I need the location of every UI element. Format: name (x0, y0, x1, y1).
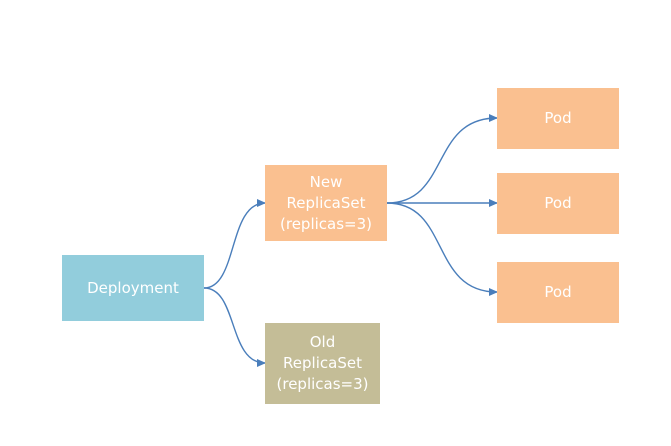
new-replicaset-label-line-1: New (309, 172, 343, 191)
pod-3-label: Pod (544, 283, 572, 301)
pod-2-label: Pod (544, 194, 572, 212)
edge-deployment-to-old-replicaset (203, 287, 266, 367)
edge-new-replicaset-to-pod-1 (386, 114, 498, 204)
edge-new-replicaset-to-pod-3 (386, 202, 498, 296)
pod-node-1: Pod (497, 88, 619, 149)
old-replicaset-label-line-3: (replicas=3) (276, 375, 369, 393)
new-replicaset-label-line-2: ReplicaSet (286, 193, 366, 212)
old-replicaset-label-line-2: ReplicaSet (283, 354, 362, 372)
deployment-label: Deployment (87, 278, 179, 297)
new-replicaset-node: New ReplicaSet (replicas=3) (265, 165, 387, 241)
old-replicaset-node: Old ReplicaSet (replicas=3) (265, 323, 380, 404)
pod-1-label: Pod (544, 109, 572, 127)
pod-node-2: Pod (497, 173, 619, 234)
new-replicaset-label-line-3: (replicas=3) (280, 214, 372, 233)
pod-node-3: Pod (497, 262, 619, 323)
edge-deployment-to-new-replicaset (203, 199, 266, 289)
deployment-node: Deployment (62, 255, 204, 321)
old-replicaset-label-line-1: Old (309, 333, 336, 351)
